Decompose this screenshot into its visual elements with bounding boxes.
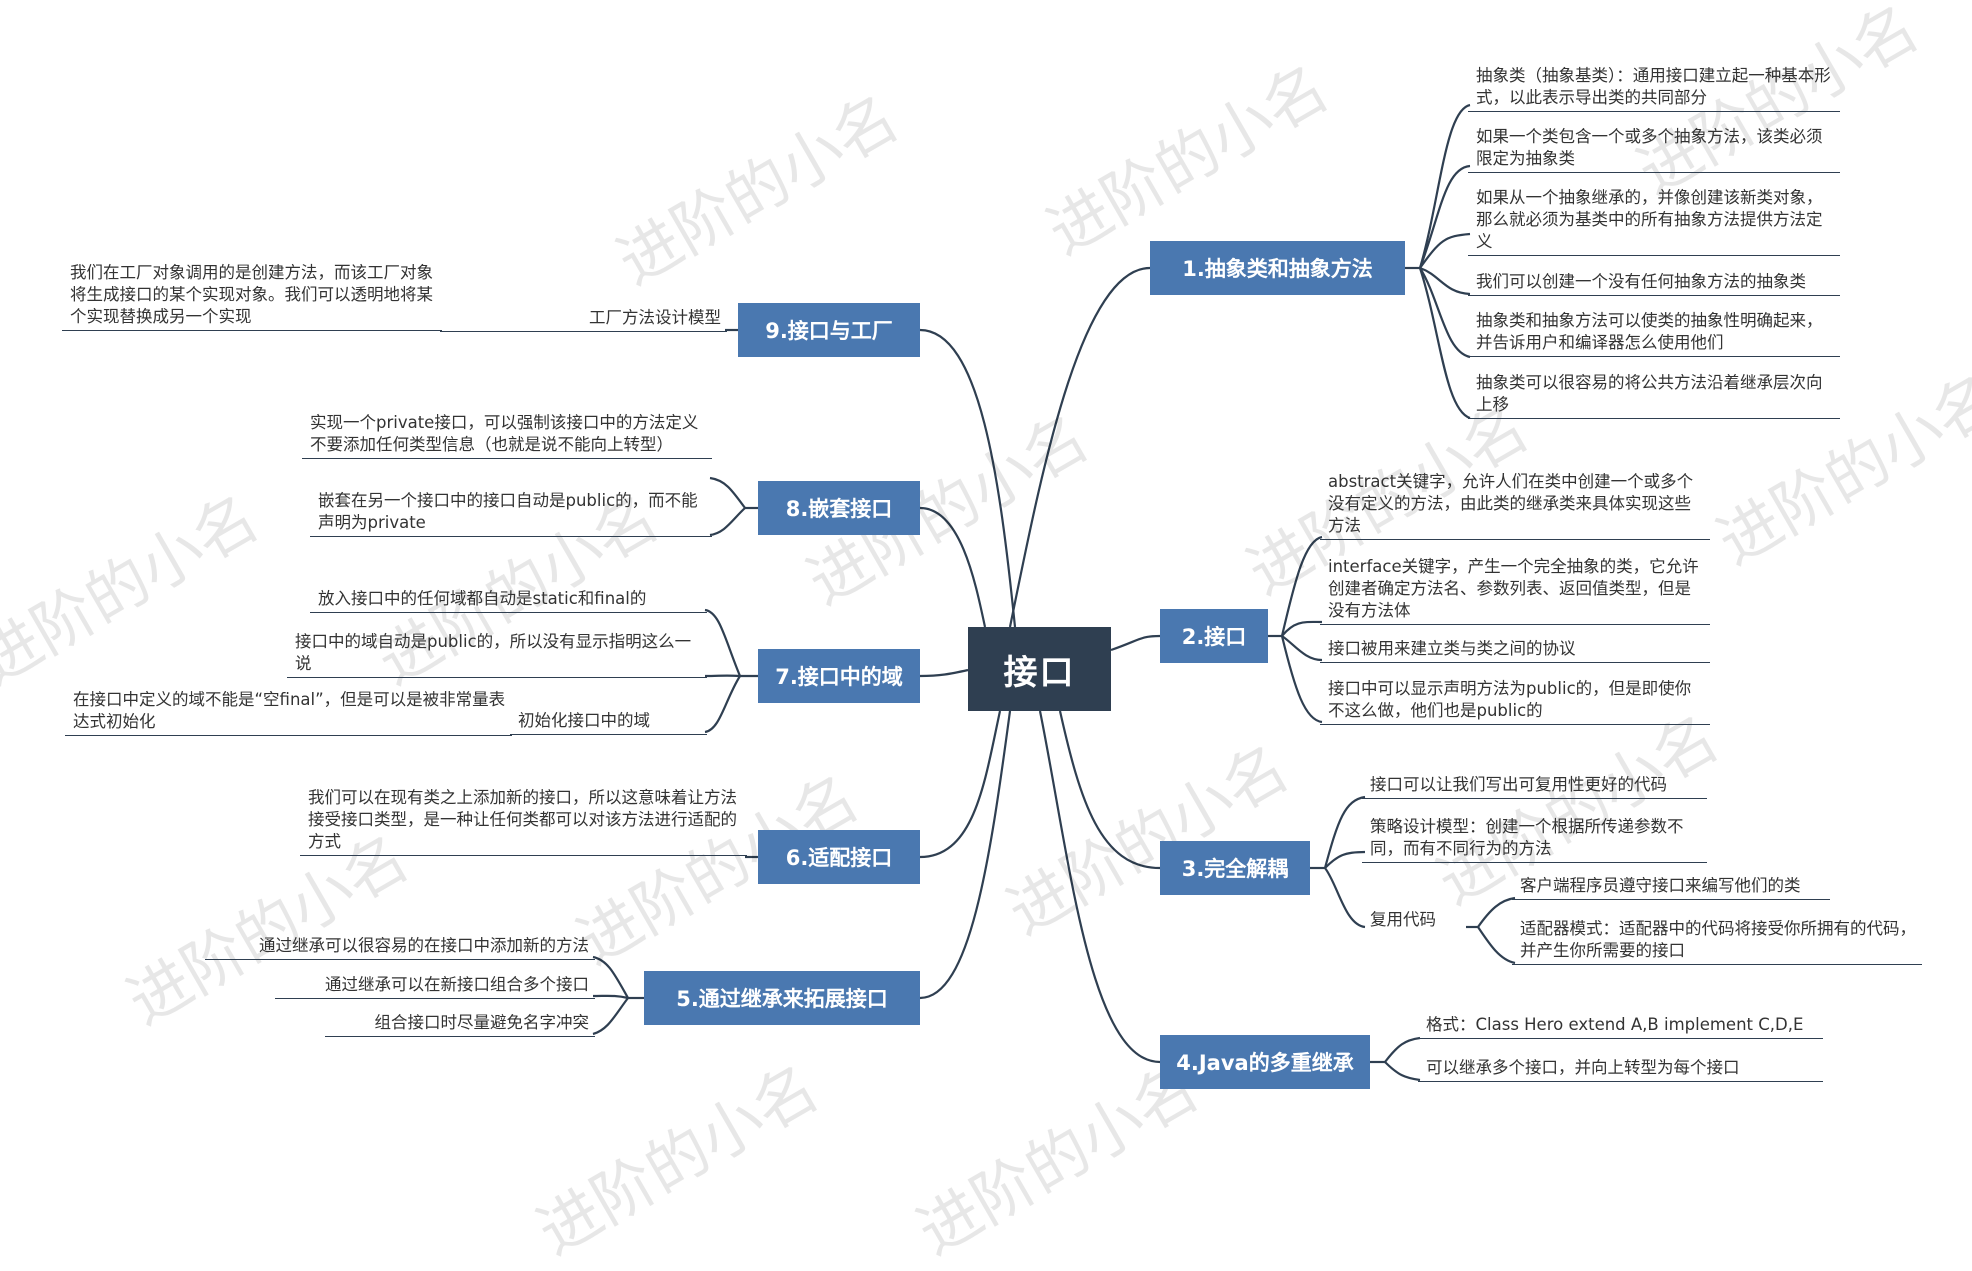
leaf-b8-2: 嵌套在另一个接口中的接口自动是public的，而不能声明为private bbox=[310, 490, 712, 537]
leaf-b5-2: 通过继承可以在新接口组合多个接口 bbox=[275, 974, 595, 999]
leaf-b3-3: 复用代码 bbox=[1370, 910, 1436, 929]
leaf-b2-1: abstract关键字，允许人们在类中创建一个或多个没有定义的方法，由此类的继承… bbox=[1320, 471, 1710, 540]
leaf-b3-sub-2: 适配器模式：适配器中的代码将接受你所拥有的代码，并产生你所需要的接口 bbox=[1512, 918, 1922, 965]
link-b8 bbox=[919, 506, 987, 628]
branch-nested-interfaces[interactable]: 8.嵌套接口 bbox=[758, 481, 920, 535]
link-b7 bbox=[919, 668, 969, 678]
leaf-b4-2: 可以继承多个接口，并向上转型为每个接口 bbox=[1418, 1057, 1823, 1082]
leaf-b7-2: 接口中的域自动是public的，所以没有显示指明这么一说 bbox=[287, 631, 707, 678]
branch-interface-fields[interactable]: 7.接口中的域 bbox=[758, 649, 920, 703]
link-b4 bbox=[1038, 710, 1161, 1064]
leaf-b7-1: 放入接口中的任何域都自动是static和final的 bbox=[310, 588, 707, 613]
leaf-b4-1: 格式：Class Hero extend A,B implement C,D,E bbox=[1418, 1014, 1823, 1039]
leaf-b9-sub-1: 我们在工厂对象调用的是创建方法，而该工厂对象将生成接口的某个实现对象。我们可以透… bbox=[62, 262, 442, 331]
leaf-b3-1: 接口可以让我们写出可复用性更好的代码 bbox=[1362, 774, 1707, 799]
root-node[interactable]: 接口 bbox=[968, 627, 1111, 711]
link-b5 bbox=[919, 710, 1012, 1000]
leaf-b1-6: 抽象类可以很容易的将公共方法沿着继承层次向上移 bbox=[1468, 372, 1840, 419]
link-b6 bbox=[919, 710, 1002, 859]
link-b2 bbox=[1110, 634, 1161, 652]
leaf-b9-1: 工厂方法设计模型 bbox=[440, 307, 727, 332]
branch-abstract-classes[interactable]: 1.抽象类和抽象方法 bbox=[1150, 241, 1405, 295]
branch-multiple-inheritance[interactable]: 4.Java的多重继承 bbox=[1160, 1035, 1370, 1089]
branch-interfaces-factories[interactable]: 9.接口与工厂 bbox=[738, 303, 920, 357]
leaf-b2-3: 接口被用来建立类与类之间的协议 bbox=[1320, 638, 1710, 663]
leaf-b1-5: 抽象类和抽象方法可以使类的抽象性明确起来，并告诉用户和编译器怎么使用他们 bbox=[1468, 310, 1840, 357]
branch-extend-interfaces[interactable]: 5.通过继承来拓展接口 bbox=[644, 971, 920, 1025]
leaf-b7-3: 初始化接口中的域 bbox=[510, 710, 707, 735]
leaf-b7-sub-1: 在接口中定义的域不能是“空final”，但是可以是被非常量表达式初始化 bbox=[65, 689, 512, 736]
leaf-b8-1: 实现一个private接口，可以强制该接口中的方法定义不要添加任何类型信息（也就… bbox=[302, 412, 712, 459]
link-b9 bbox=[919, 328, 1017, 628]
leaf-b6-1: 我们可以在现有类之上添加新的接口，所以这意味着让方法接受接口类型，是一种让任何类… bbox=[300, 787, 747, 856]
leaf-b3-sub-1: 客户端程序员遵守接口来编写他们的类 bbox=[1512, 875, 1830, 900]
leaf-b5-3: 组合接口时尽量避免名字冲突 bbox=[325, 1012, 595, 1037]
leaf-b2-2: interface关键字，产生一个完全抽象的类，它允许创建者确定方法名、参数列表… bbox=[1320, 556, 1710, 625]
leaf-b1-3: 如果从一个抽象继承的，并像创建该新类对象，那么就必须为基类中的所有抽象方法提供方… bbox=[1468, 187, 1840, 256]
link-b1 bbox=[1008, 266, 1151, 628]
leaf-b3-2: 策略设计模型：创建一个根据所传递参数不同，而有不同行为的方法 bbox=[1362, 816, 1707, 863]
branch-decoupling[interactable]: 3.完全解耦 bbox=[1160, 841, 1310, 895]
leaf-b1-2: 如果一个类包含一个或多个抽象方法，该类必须限定为抽象类 bbox=[1468, 126, 1840, 173]
leaf-b2-4: 接口中可以显示声明方法为public的，但是即使你不这么做，他们也是public… bbox=[1320, 678, 1710, 725]
branch-interfaces[interactable]: 2.接口 bbox=[1160, 609, 1268, 663]
link-b3 bbox=[1058, 710, 1161, 870]
connector-lines bbox=[592, 103, 1516, 1082]
leaf-b1-4: 我们可以创建一个没有任何抽象方法的抽象类 bbox=[1468, 271, 1840, 296]
leaf-b5-1: 通过继承可以很容易的在接口中添加新的方法 bbox=[205, 935, 595, 960]
branch-adapting-interfaces[interactable]: 6.适配接口 bbox=[758, 830, 920, 884]
leaf-b1-1: 抽象类（抽象基类）：通用接口建立起一种基本形式，以此表示导出类的共同部分 bbox=[1468, 65, 1840, 112]
